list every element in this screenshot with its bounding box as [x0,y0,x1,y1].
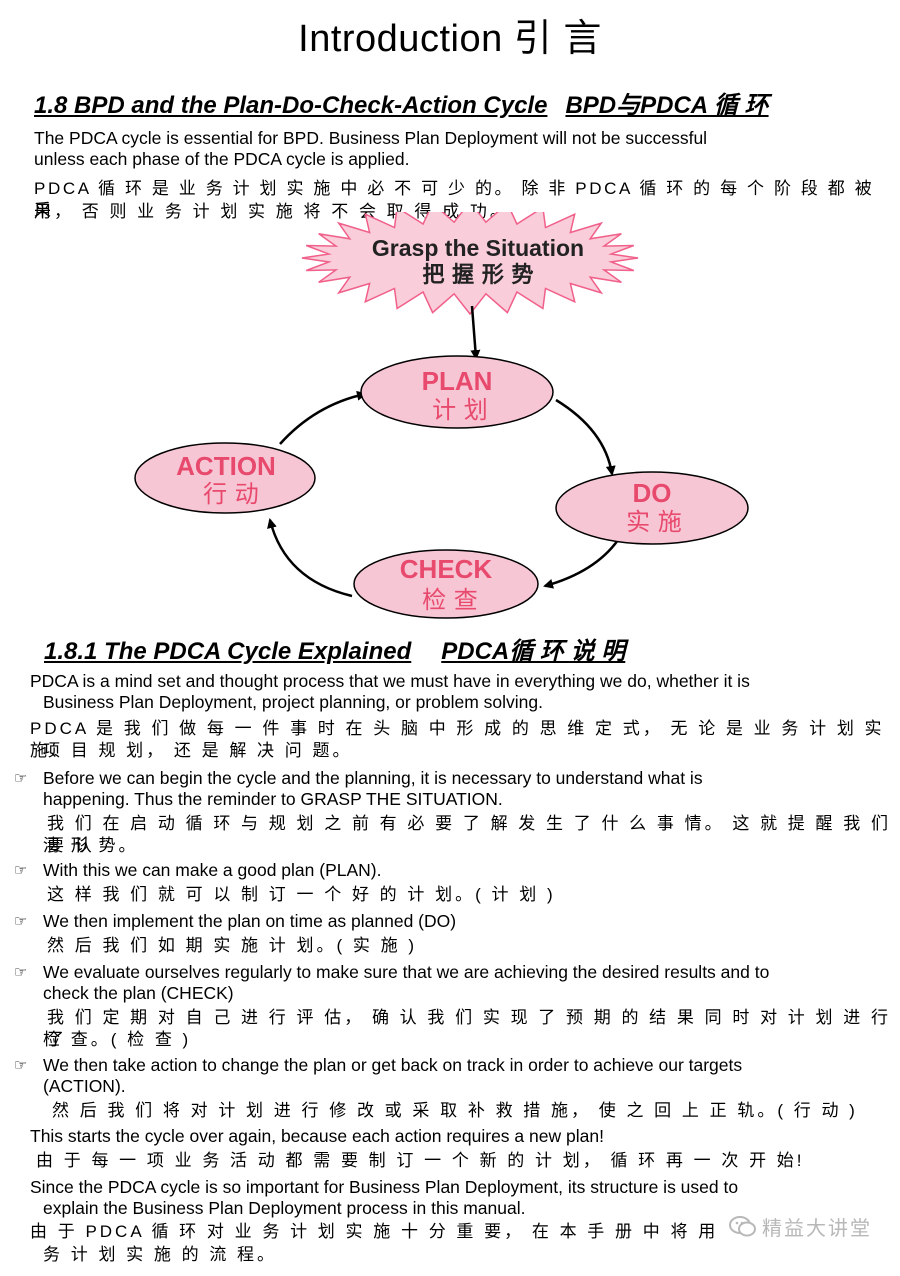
do-label-cn: 实 施 [626,508,682,536]
watermark-text: 精益大讲堂 [762,1218,872,1240]
watermark: 精益大讲堂 [728,1212,872,1246]
arrow-plan-to-do [555,398,616,476]
page-title: Introduction 引 言 [298,18,602,60]
pointing-hand-icon: ☞ [14,1057,28,1074]
section-heading-cn: PDCA循 环 说 明 [441,638,626,665]
b4-cn-line-2: 检 查。( 检 查 ) [43,1030,192,1049]
b3-cn: 然 后 我 们 如 期 实 施 计 划。( 实 施 ) [47,936,417,955]
check-label-cn: 检 查 [422,586,478,614]
p1-cn-line-2: 项 目 规 划， 还 是 解 决 问 题。 [43,741,353,760]
b1-en-line-2: happening. Thus the reminder to GRASP TH… [43,789,503,809]
intro-en-line-1: The PDCA cycle is essential for BPD. Bus… [34,128,708,148]
arrow-grasp-to-plan [470,305,481,360]
p3-en-line-1: Since the PDCA cycle is so important for… [30,1177,739,1197]
grasp-label-cn: 把 握 形 势 [423,262,534,288]
check-node [353,549,539,619]
section-heading-en: 1.8.1 The PDCA Cycle Explained [44,638,412,665]
b5-en-line-1: We then take action to change the plan o… [43,1055,743,1075]
b1-en-line-1: Before we can begin the cycle and the pl… [43,768,703,788]
check-label-en: CHECK [400,554,493,584]
action-label-cn: 行 动 [203,480,259,508]
wechat-icon [728,1214,758,1246]
pointing-hand-icon: ☞ [14,770,28,787]
p2-en: This starts the cycle over again, becaus… [30,1126,604,1146]
b4-cn-line-1: 我 们 定 期 对 自 己 进 行 评 估， 确 认 我 们 实 现 了 预 期… [47,1008,891,1049]
do-node [555,471,749,545]
grasp-label-en: Grasp the Situation [372,235,584,261]
b1-cn-line-1: 我 们 在 启 动 循 环 与 规 划 之 前 有 必 要 了 解 发 生 了 … [47,814,891,855]
b2-en: With this we can make a good plan (PLAN)… [43,860,382,880]
p3-cn-line-1: 由 于 PDCA 循 环 对 业 务 计 划 实 施 十 分 重 要， 在 本 … [30,1222,719,1241]
b2-cn: 这 样 我 们 就 可 以 制 订 一 个 好 的 计 划。( 计 划 ) [47,885,556,904]
p1-en-line-2: Business Plan Deployment, project planni… [43,692,543,712]
section-heading-1-8-1: 1.8.1 The PDCA Cycle Explained PDCA循 环 说 … [44,637,625,667]
b4-en-line-1: We evaluate ourselves regularly to make … [43,962,770,982]
pointing-hand-icon: ☞ [14,862,28,879]
pointing-hand-icon: ☞ [14,964,28,981]
section-heading-en: 1.8 BPD and the Plan-Do-Check-Action Cyc… [34,92,548,119]
p3-cn-line-2: 务 计 划 实 施 的 流 程。 [43,1245,278,1264]
intro-en-line-2: unless each phase of the PDCA cycle is a… [34,149,410,169]
b5-cn: 然 后 我 们 将 对 计 划 进 行 修 改 或 采 取 补 救 措 施， 使… [52,1101,858,1120]
arrow-check-to-action [267,518,353,598]
section-heading-1-8: 1.8 BPD and the Plan-Do-Check-Action Cyc… [34,91,769,121]
b1-cn-line-2: 清 形 势。 [43,836,139,855]
grasp-situation-burst [301,212,639,316]
intro-cn-line-2: 用， 否 则 业 务 计 划 实 施 将 不 会 取 得 成 功。 [34,202,510,221]
p1-en-line-1: PDCA is a mind set and thought process t… [30,671,750,691]
p3-en-line-2: explain the Business Plan Deployment pro… [43,1198,526,1218]
arrow-action-to-plan [279,390,367,445]
p1-cn-line-1: PDCA 是 我 们 做 每 一 件 事 时 在 头 脑 中 形 成 的 思 维… [30,719,885,760]
intro-cn-line-1: PDCA 循 环 是 业 务 计 划 实 施 中 必 不 可 少 的。 除 非 … [34,179,875,220]
action-label-en: ACTION [176,451,276,481]
b3-en: We then implement the plan on time as pl… [43,911,457,931]
pdca-cycle-diagram: Grasp the Situation 把 握 形 势 PLAN 计 划 DO … [134,212,749,619]
action-node [134,442,316,514]
pointing-hand-icon: ☞ [14,913,28,930]
plan-label-cn: 计 划 [432,396,488,424]
section-heading-cn: BPD与PDCA 循 环 [565,92,769,119]
p2-cn: 由 于 每 一 项 业 务 活 动 都 需 要 制 订 一 个 新 的 计 划，… [36,1151,805,1170]
arrow-do-to-check [543,539,620,589]
b4-en-line-2: check the plan (CHECK) [43,983,234,1003]
plan-label-en: PLAN [422,366,493,396]
do-label-en: DO [633,478,672,508]
b5-en-line-2: (ACTION). [43,1076,126,1096]
plan-node [360,355,554,429]
